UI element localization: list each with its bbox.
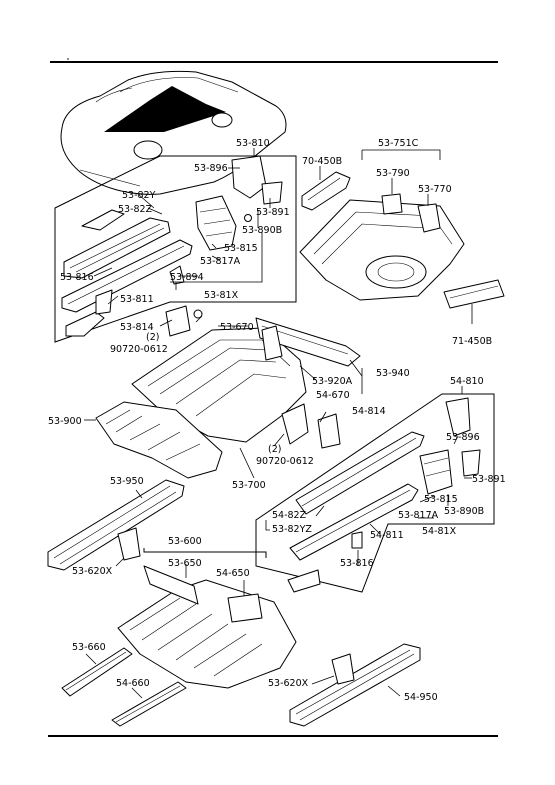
- leader-53-620X: [115, 557, 125, 567]
- label-53-700: 53-700: [232, 480, 266, 491]
- label-53-890B-b: 53-890B: [444, 506, 484, 517]
- label-53-894: 53-894: [170, 272, 204, 283]
- car-locator-illustration: [60, 70, 287, 195]
- label-53-81X: 53-81X: [204, 290, 239, 301]
- part-54-810-sill: [287, 397, 481, 593]
- label-2-b: (2): [268, 444, 281, 455]
- label-53-770: 53-770: [418, 184, 452, 195]
- label-54-650: 54-650: [216, 568, 250, 579]
- label-54-810: 54-810: [450, 376, 484, 387]
- group-frame-54-810: [255, 393, 495, 593]
- label-53-751C: 53-751C: [378, 138, 419, 149]
- leader-54-950: [387, 685, 401, 697]
- label-54-814: 54-814: [352, 406, 386, 417]
- label-53-790: 53-790: [376, 168, 410, 179]
- part-center-floor-assembly: [131, 305, 361, 449]
- label-53-815: 53-815: [224, 243, 258, 254]
- label-53-940: 53-940: [376, 368, 410, 379]
- label-53-896-b: 53-896: [446, 432, 480, 443]
- leaders-center: [159, 315, 363, 479]
- label-53-891-b: 53-891: [472, 474, 506, 485]
- label-90720-0612-b: 90720-0612: [256, 456, 314, 467]
- part-53-660-strip: [61, 647, 133, 697]
- label-71-450B: 71-450B: [452, 336, 492, 347]
- label-53-650: 53-650: [168, 558, 202, 569]
- label-90720-0612-a: 90720-0612: [110, 344, 168, 355]
- label-53-82Z: 53-82Z: [118, 204, 153, 215]
- label-53-82Y: 53-82Y: [122, 190, 156, 201]
- label-54-660: 54-660: [116, 678, 150, 689]
- label-53-811: 53-811: [120, 294, 154, 305]
- label-53-600: 53-600: [168, 536, 202, 547]
- label-53-950: 53-950: [110, 476, 144, 487]
- label-53-817A: 53-817A: [200, 256, 241, 267]
- label-53-815-b: 53-815: [424, 494, 458, 505]
- group-bracket-53-600: [143, 548, 267, 558]
- label-53-660: 53-660: [72, 642, 106, 653]
- label-53-620X-b: 53-620X: [268, 678, 309, 689]
- part-53-810-sill: [61, 155, 283, 337]
- label-53-810: 53-810: [236, 138, 270, 149]
- part-53-900-front-floor: [95, 401, 223, 479]
- label-53-817A-b: 53-817A: [398, 510, 439, 521]
- label-53-900: 53-900: [48, 416, 82, 427]
- callout-labels: 53-810 53-896 53-891 53-890B 53-815 53-8…: [48, 138, 506, 703]
- leader-53-660: [85, 653, 97, 665]
- leaders-53-600: [185, 564, 245, 596]
- header-dot: [67, 58, 69, 60]
- label-53-891: 53-891: [256, 207, 290, 218]
- label-53-896: 53-896: [194, 163, 228, 174]
- label-70-450B: 70-450B: [302, 156, 342, 167]
- part-rear-floor-pan: [299, 171, 505, 309]
- group-frame-53-810: [54, 155, 297, 343]
- label-53-920A: 53-920A: [312, 376, 353, 387]
- label-53-890B: 53-890B: [242, 225, 282, 236]
- label-53-816: 53-816: [60, 272, 94, 283]
- label-53-620X: 53-620X: [72, 566, 113, 577]
- leaders-top-left: [93, 148, 271, 305]
- label-54-950: 54-950: [404, 692, 438, 703]
- label-53-816-b: 53-816: [340, 558, 374, 569]
- leaders-rear-floor: [319, 149, 473, 324]
- leader-53-950: [135, 489, 143, 499]
- label-53-82YZ: 53-82YZ: [272, 524, 312, 535]
- label-53-670: 53-670: [220, 322, 254, 333]
- label-54-81X: 54-81X: [422, 526, 457, 537]
- leaders-right-group: [265, 386, 472, 566]
- floor-highlight: [104, 86, 226, 132]
- label-54-811: 54-811: [370, 530, 404, 541]
- label-2-a: (2): [146, 332, 159, 343]
- label-54-82Z: 54-82Z: [272, 510, 307, 521]
- label-54-670: 54-670: [316, 390, 350, 401]
- part-53-950-sill: [47, 479, 185, 571]
- leader-53-620X-b: [311, 675, 335, 685]
- label-53-814: 53-814: [120, 322, 154, 333]
- part-53-600-floor: [117, 565, 297, 689]
- leader-54-660: [131, 687, 143, 699]
- part-54-950-sill: [289, 643, 421, 727]
- part-54-660-strip: [111, 681, 187, 727]
